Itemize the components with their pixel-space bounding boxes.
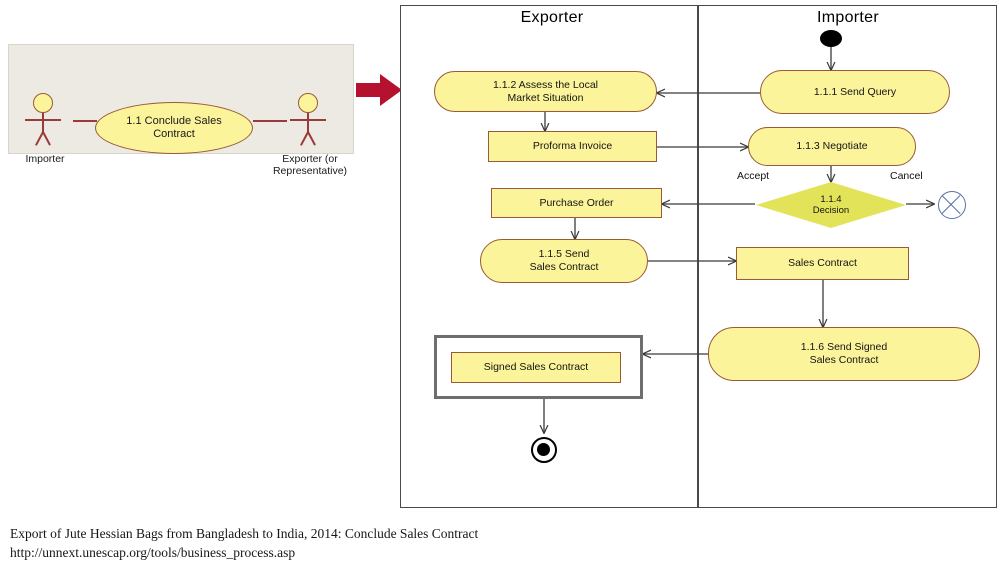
activity-object-sales-contract-label: Sales Contract bbox=[788, 257, 857, 269]
activity-object-signed-sales-contract[interactable]: Signed Sales Contract bbox=[451, 352, 621, 383]
activity-node-send-sales-contract[interactable]: 1.1.5 Send Sales Contract bbox=[480, 239, 648, 283]
actor-head-icon bbox=[33, 93, 53, 113]
caption-line-title: Export of Jute Hessian Bags from Banglad… bbox=[10, 526, 479, 541]
actor-exporter: Exporter (or Representative) bbox=[273, 93, 347, 177]
activity-object-purchase-order-label: Purchase Order bbox=[539, 196, 614, 209]
actor-exporter-label-line1: Exporter (or bbox=[282, 153, 338, 165]
guard-label-cancel: Cancel bbox=[890, 170, 923, 182]
guard-label-accept: Accept bbox=[737, 170, 770, 182]
actor-body-icon bbox=[307, 113, 309, 133]
actor-importer-label: Importer bbox=[25, 153, 65, 165]
activity-node-assess-line2: Market Situation bbox=[507, 91, 584, 104]
signed-sales-contract-frame: Signed Sales Contract bbox=[434, 335, 643, 399]
activity-node-send-sales-contract-line2: Sales Contract bbox=[529, 261, 599, 273]
actor-head-icon bbox=[298, 93, 318, 113]
activity-node-decision-line1: 1.1.4 bbox=[820, 194, 842, 205]
use-case-diagram-panel: Importer 1.1 Conclude Sales Contract Exp… bbox=[8, 44, 354, 177]
activity-node-send-signed-sales-contract[interactable]: 1.1.6 Send Signed Sales Contract bbox=[708, 327, 980, 381]
swimlane-header-importer: Importer bbox=[817, 9, 879, 26]
swimlane-divider bbox=[697, 5, 699, 508]
activity-node-send-signed-line2: Sales Contract bbox=[809, 354, 879, 366]
activity-object-signed-sales-contract-label: Signed Sales Contract bbox=[483, 361, 589, 373]
activity-object-proforma-invoice-label: Proforma Invoice bbox=[532, 140, 613, 152]
actor-exporter-label-line2: Representative) bbox=[272, 165, 348, 177]
initial-node-icon bbox=[820, 30, 842, 47]
activity-node-assess-local-market[interactable]: 1.1.2 Assess the Local Market Situation bbox=[434, 71, 657, 112]
swimlane-header-exporter: Exporter bbox=[520, 9, 584, 26]
usecase-association-left bbox=[73, 120, 97, 122]
activity-node-decision-line2: Decision bbox=[812, 205, 850, 216]
caption-line-url: http://unnext.unescap.org/tools/business… bbox=[10, 545, 296, 560]
activity-final-node-icon bbox=[531, 437, 557, 463]
activity-node-send-sales-contract-line1: 1.1.5 Send bbox=[538, 248, 590, 260]
usecase-association-right bbox=[253, 120, 287, 122]
actor-leg-right-icon bbox=[42, 131, 51, 146]
activity-object-purchase-order[interactable]: Purchase Order bbox=[491, 188, 662, 218]
flow-final-node-icon bbox=[938, 191, 966, 219]
actor-arms-icon bbox=[290, 119, 326, 121]
actor-exporter-label: Exporter (or Representative) bbox=[262, 153, 358, 177]
red-right-arrow-icon bbox=[356, 74, 402, 106]
actor-body-icon bbox=[42, 113, 44, 133]
actor-leg-right-icon bbox=[307, 131, 316, 146]
activity-node-send-query-label: 1.1.1 Send Query bbox=[813, 85, 897, 98]
activity-node-send-signed-line1: 1.1.6 Send Signed bbox=[800, 341, 888, 353]
actor-arms-icon bbox=[25, 119, 61, 121]
use-case-conclude-sales-contract: 1.1 Conclude Sales Contract bbox=[95, 102, 253, 154]
activity-object-proforma-invoice[interactable]: Proforma Invoice bbox=[488, 131, 657, 162]
activity-node-negotiate[interactable]: 1.1.3 Negotiate bbox=[748, 127, 916, 166]
caption: Export of Jute Hessian Bags from Banglad… bbox=[10, 524, 770, 562]
activity-node-send-query[interactable]: 1.1.1 Send Query bbox=[760, 70, 950, 114]
activity-node-negotiate-label: 1.1.3 Negotiate bbox=[796, 140, 868, 152]
actor-importer: Importer bbox=[19, 93, 71, 165]
activity-object-sales-contract[interactable]: Sales Contract bbox=[736, 247, 909, 280]
use-case-label-line2: Contract bbox=[153, 128, 195, 140]
use-case-label-line1: 1.1 Conclude Sales bbox=[126, 115, 222, 127]
activity-node-assess-line1: 1.1.2 Assess the Local bbox=[492, 78, 599, 91]
